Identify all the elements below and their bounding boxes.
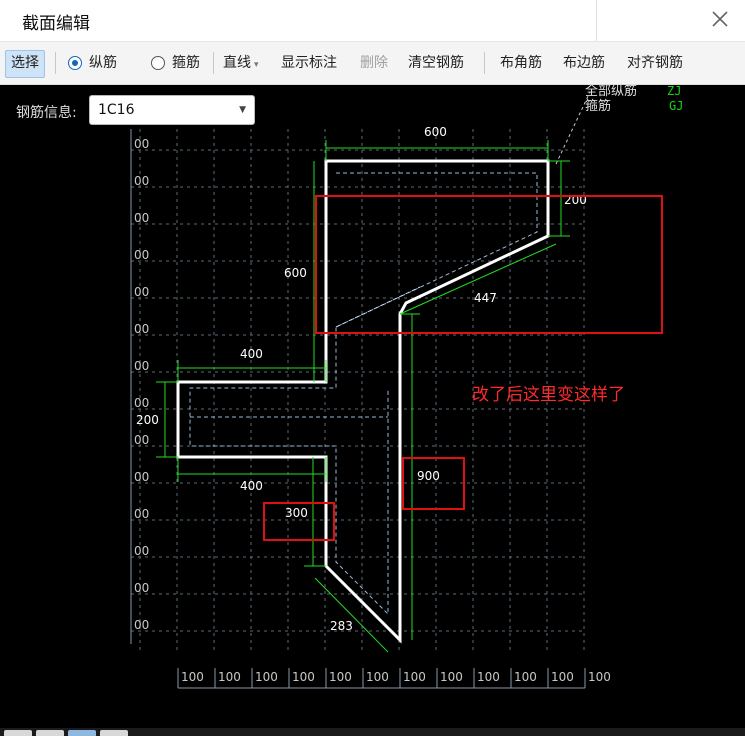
grid-bottom-label: 100 — [551, 670, 574, 684]
dim-arm-bottom: 400 — [240, 479, 263, 493]
bottom-tab-strip — [0, 728, 745, 736]
stirrup-radio-label[interactable]: 箍筋 — [172, 55, 200, 71]
grid-left-labels: 00 00 00 00 00 00 00 00 00 00 00 00 00 00 — [134, 137, 149, 632]
align-rebar-button[interactable]: 对齐钢筋 — [627, 55, 683, 71]
grid-left-label: 00 — [134, 322, 149, 336]
grid-bottom-label: 100 — [514, 670, 537, 684]
stirrup-outline — [189, 172, 538, 616]
rebar-info-value: 1C16 — [98, 102, 135, 118]
grid-left-label: 00 — [134, 396, 149, 410]
dim-slope: 447 — [474, 291, 497, 305]
grid-left-label: 00 — [134, 248, 149, 262]
annotation-note: 改了后这里变这样了 — [472, 385, 625, 405]
dimension-labels: 600 200 600 447 400 200 400 300 900 283 — [136, 125, 587, 633]
leader-line — [555, 91, 591, 165]
grid-bottom-label: 100 — [477, 670, 500, 684]
bottom-tab[interactable] — [36, 730, 64, 736]
grid-bottom-label: 100 — [329, 670, 352, 684]
stirrup-line — [335, 286, 421, 328]
dim-arm-left: 200 — [136, 413, 159, 427]
bottom-tab[interactable] — [4, 730, 32, 736]
bottom-tab[interactable] — [100, 730, 128, 736]
grid-bottom-label: 100 — [366, 670, 389, 684]
line-mode-label: 直线 — [223, 55, 251, 71]
corner-rebar-button[interactable]: 布角筋 — [500, 55, 542, 71]
grid-left-label: 00 — [134, 618, 149, 632]
dimension-lines — [156, 140, 570, 653]
dim-left-upper: 600 — [284, 266, 307, 280]
highlight-box-300 — [263, 502, 335, 541]
grid — [130, 129, 586, 689]
rebar-info-select[interactable]: 1C16 ▼ — [89, 95, 255, 125]
grid-bottom-label: 100 — [292, 670, 315, 684]
grid-bottom-label: 100 — [403, 670, 426, 684]
grid-left-label: 00 — [134, 174, 149, 188]
grid-bottom-label: 100 — [218, 670, 241, 684]
longitudinal-radio[interactable] — [68, 56, 82, 70]
line-mode-dropdown[interactable]: 直线▾ — [218, 50, 264, 76]
section-outline[interactable] — [176, 159, 550, 644]
highlight-boxes — [263, 195, 663, 541]
grid-left-label: 00 — [134, 433, 149, 447]
longitudinal-radio-label[interactable]: 纵筋 — [89, 55, 117, 71]
grid-left-label: 00 — [134, 285, 149, 299]
grid-bottom-label: 100 — [181, 670, 204, 684]
toolbar-separator — [484, 52, 485, 74]
grid-left-label: 00 — [134, 137, 149, 151]
highlight-box-900 — [402, 457, 465, 510]
show-label-button[interactable]: 显示标注 — [281, 55, 337, 71]
grid-bottom-label: 100 — [440, 670, 463, 684]
chevron-down-icon: ▼ — [239, 105, 246, 115]
dim-arm-top: 400 — [240, 347, 263, 361]
window-title: 截面编辑 — [22, 14, 90, 34]
grid-left-label: 00 — [134, 359, 149, 373]
dim-right-vertical: 900 — [417, 469, 440, 483]
stirrup-radio[interactable] — [151, 56, 165, 70]
rebar-info-label: 钢筋信息: — [16, 105, 77, 121]
clear-rebar-button[interactable]: 清空钢筋 — [408, 55, 464, 71]
grid-bottom-label: 100 — [588, 670, 611, 684]
grid-left-label: 00 — [134, 544, 149, 558]
toolbar: 选择 纵筋 箍筋 直线▾ 显示标注 删除 清空钢筋 布角筋 布边筋 对齐钢筋 — [0, 42, 745, 85]
grid-left-label: 00 — [134, 507, 149, 521]
close-icon[interactable] — [707, 6, 733, 32]
title-divider — [596, 0, 597, 41]
toolbar-separator — [213, 52, 214, 74]
grid-bottom-labels: 100 100 100 100 100 100 100 100 100 100 100 100 — [181, 670, 611, 684]
dim-top: 600 — [424, 125, 447, 139]
toolbar-separator — [55, 52, 56, 74]
grid-bottom-label: 100 — [255, 670, 278, 684]
dim-lower-left: 300 — [285, 506, 308, 520]
bottom-tab[interactable] — [68, 730, 96, 736]
title-bar: 截面编辑 — [0, 0, 745, 42]
edge-rebar-button[interactable]: 布边筋 — [563, 55, 605, 71]
select-button[interactable]: 选择 — [5, 50, 45, 78]
grid-left-label: 00 — [134, 581, 149, 595]
dim-bottom-slope: 283 — [330, 619, 353, 633]
chevron-down-icon: ▾ — [254, 60, 259, 70]
highlight-box-slope — [315, 195, 663, 334]
grid-left-label: 00 — [134, 211, 149, 225]
delete-button[interactable]: 删除 — [360, 55, 388, 71]
grid-left-label: 00 — [134, 470, 149, 484]
